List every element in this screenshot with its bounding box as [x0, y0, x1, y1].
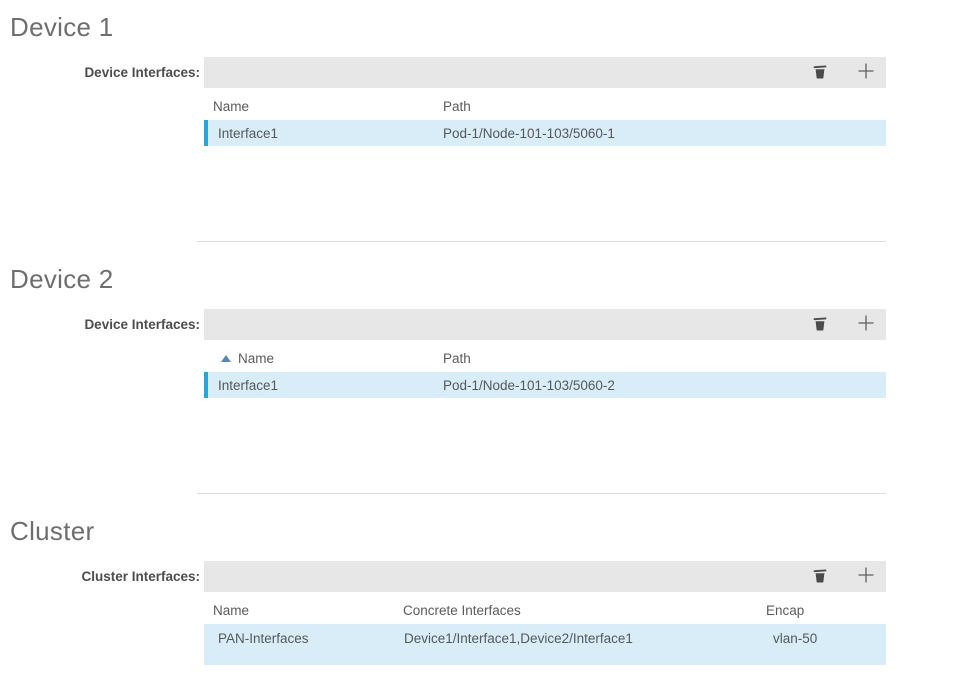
section-heading: Device 1 [10, 12, 114, 42]
cluster-interfaces-label: Cluster Interfaces: [81, 569, 200, 584]
trash-icon [812, 567, 828, 587]
table-header-row: Name Path [204, 93, 886, 120]
table-row[interactable]: PAN-Interfaces Device1/Interface1,Device… [204, 624, 886, 665]
table-row[interactable]: Interface1 Pod-1/Node-101-103/5060-2 [204, 372, 886, 398]
column-header-label: Path [443, 99, 471, 114]
column-header-label: Encap [766, 603, 805, 618]
column-header-path[interactable]: Path [443, 99, 471, 114]
column-header-label: Name [213, 603, 250, 618]
column-header-name[interactable]: Name [213, 603, 403, 618]
table-toolbar [204, 309, 886, 340]
add-button[interactable] [856, 567, 876, 587]
column-header-label: Name [238, 351, 275, 366]
triangle-up-icon [221, 354, 231, 362]
column-header-encap[interactable]: Encap [766, 603, 804, 618]
cell-concrete-interfaces: Device1/Interface1,Device2/Interface1 [404, 631, 633, 646]
add-button[interactable] [856, 315, 876, 335]
column-header-label: Path [443, 351, 471, 366]
cell-path: Pod-1/Node-101-103/5060-1 [443, 125, 615, 141]
delete-button[interactable] [810, 567, 830, 587]
column-header-label: Concrete Interfaces [403, 603, 521, 618]
device-interfaces-label: Device Interfaces: [84, 65, 200, 80]
section-divider [197, 241, 886, 242]
cell-encap: vlan-50 [773, 631, 818, 646]
column-header-concrete-interfaces[interactable]: Concrete Interfaces [403, 603, 766, 618]
column-header-label: Name [213, 99, 250, 114]
table-row[interactable]: Interface1 Pod-1/Node-101-103/5060-1 [204, 120, 886, 146]
delete-button[interactable] [810, 63, 830, 83]
device-interfaces-label: Device Interfaces: [84, 317, 200, 332]
cell-name: PAN-Interfaces [218, 631, 309, 646]
section-heading: Cluster [10, 516, 95, 546]
cell-name: Interface1 [218, 125, 279, 141]
plus-icon [857, 314, 875, 335]
column-header-name[interactable]: Name [213, 99, 443, 114]
table-toolbar [204, 57, 886, 88]
table-header-row: Name Path [204, 345, 886, 372]
trash-icon [812, 63, 828, 83]
section-heading: Device 2 [10, 264, 114, 294]
cell-path: Pod-1/Node-101-103/5060-2 [443, 377, 615, 393]
table-header-row: Name Concrete Interfaces Encap [204, 597, 886, 624]
trash-icon [812, 315, 828, 335]
section-divider [197, 493, 886, 494]
column-header-name-sorted[interactable]: Name [213, 351, 443, 366]
plus-icon [857, 566, 875, 587]
column-header-path[interactable]: Path [443, 351, 471, 366]
delete-button[interactable] [810, 315, 830, 335]
table-toolbar [204, 561, 886, 592]
plus-icon [857, 62, 875, 83]
cell-name: Interface1 [218, 377, 279, 393]
add-button[interactable] [856, 63, 876, 83]
